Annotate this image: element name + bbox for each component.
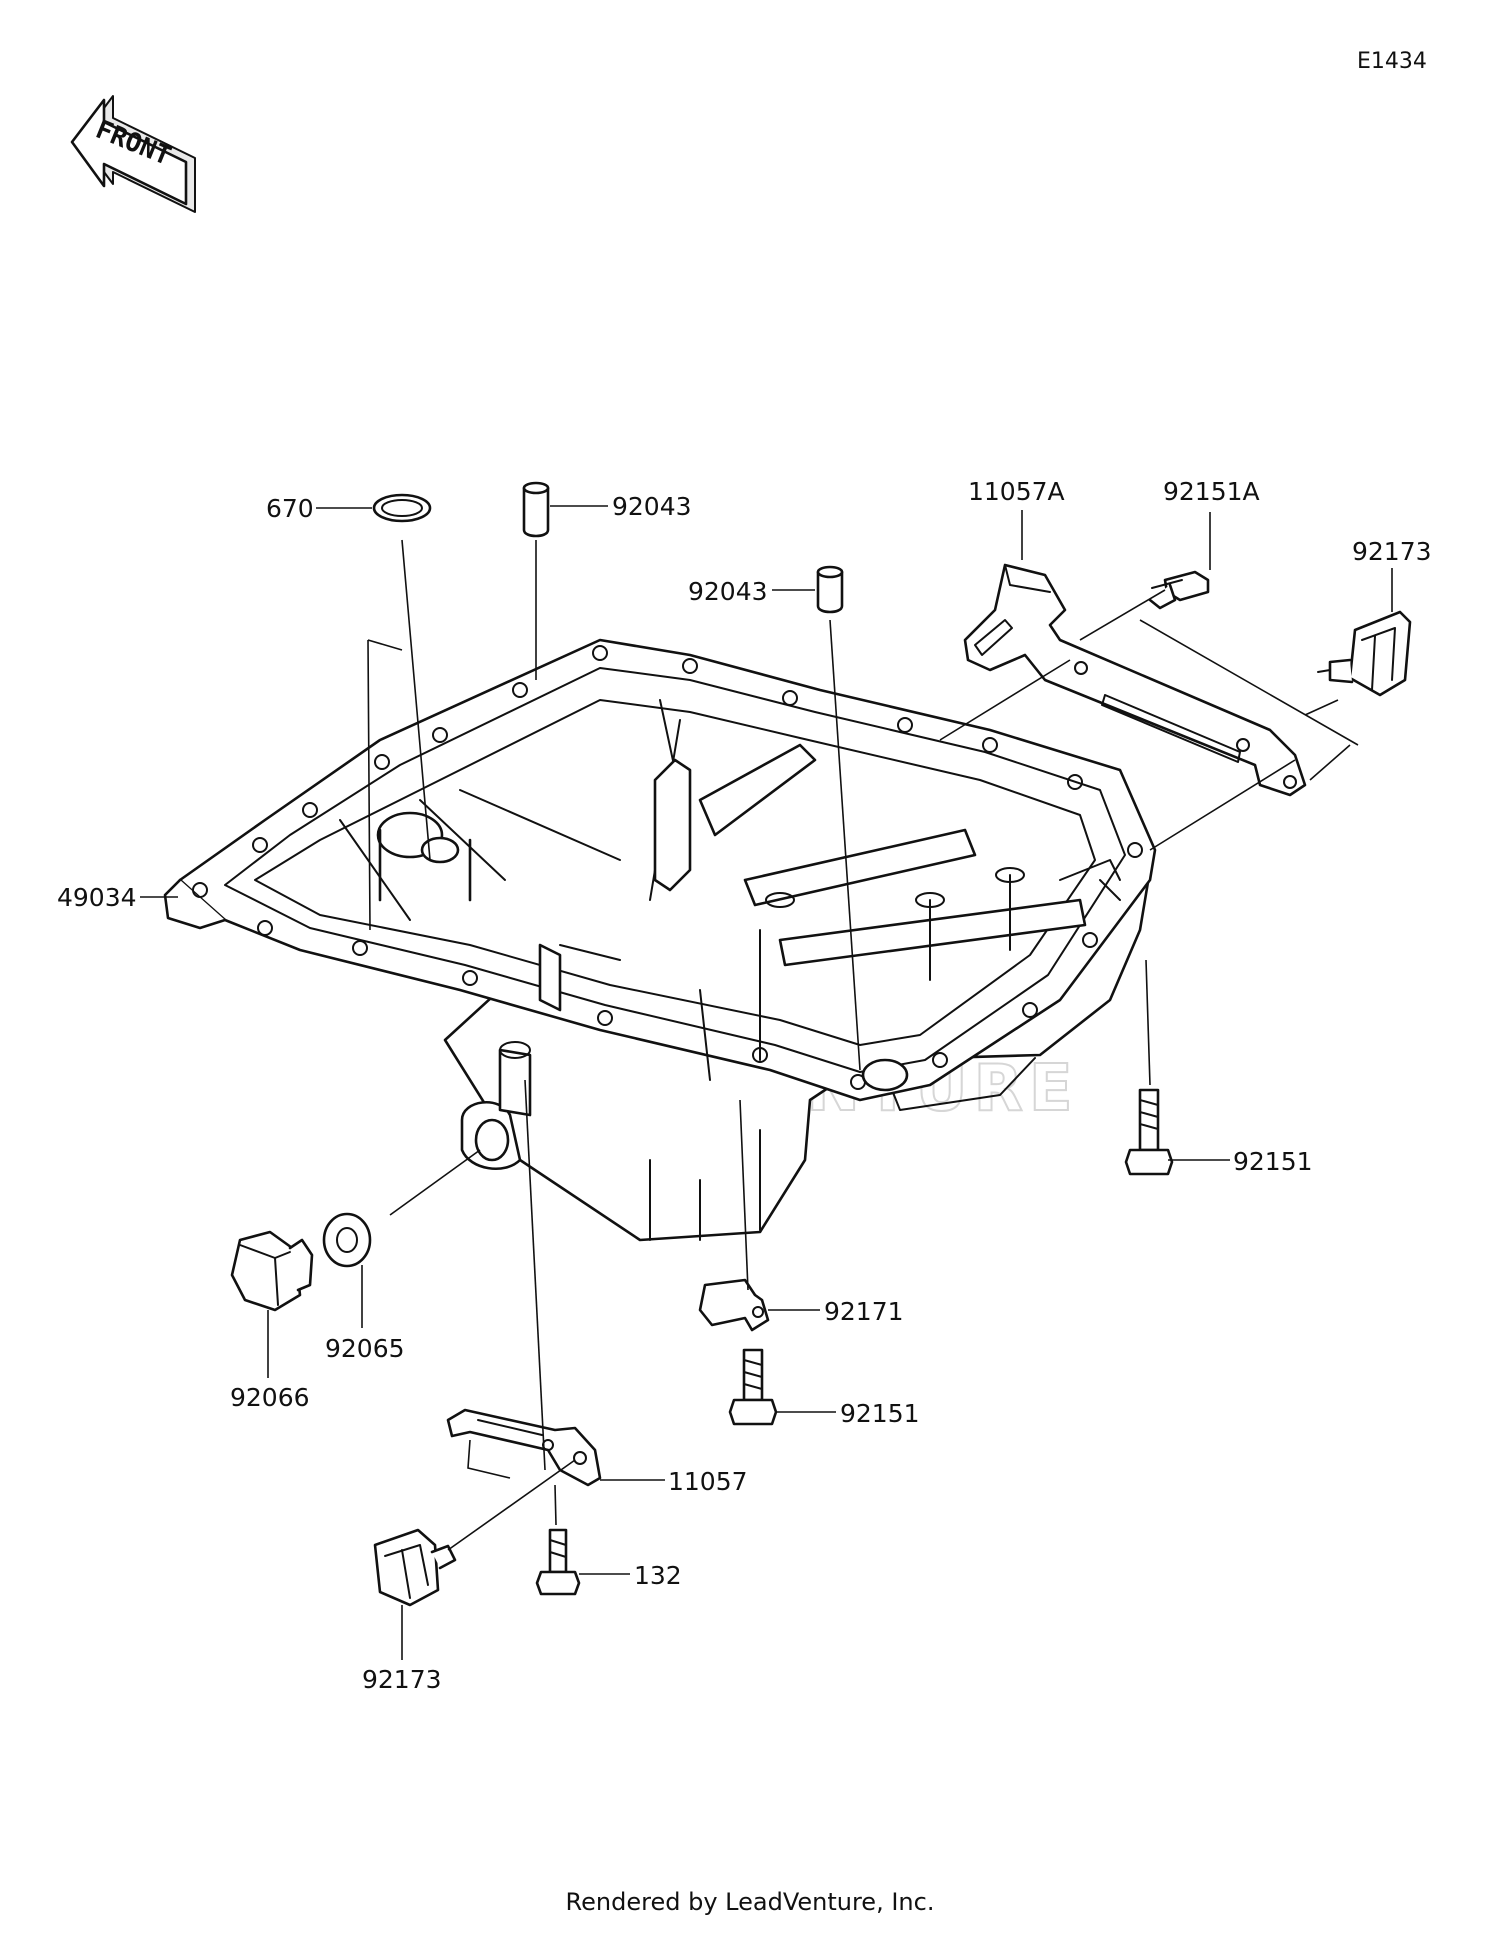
dowel-pin-92043-top [522,481,550,538]
callout-labels: 670 92043 92043 11057A 92151A 92173 4903… [57,477,1432,1694]
bracket-11057A [963,563,1307,797]
drain-plug-92066 [230,1230,314,1312]
callout-92171: 92171 [824,1297,904,1326]
callout-92173-right: 92173 [1352,537,1432,566]
callout-92066: 92066 [230,1383,310,1412]
washer-92065 [322,1212,372,1268]
callout-92151-right: 92151 [1233,1147,1313,1176]
callout-leaders [140,505,1393,1660]
dowel-pin-92043-mid [816,565,844,614]
bolt-92151-mid [728,1348,778,1426]
callout-49034: 49034 [57,883,137,912]
callout-11057A: 11057A [968,477,1065,506]
callout-92173-left: 92173 [362,1665,442,1694]
sensor-92173-left [373,1528,457,1607]
callout-92043-top: 92043 [612,492,692,521]
bolt-132 [535,1528,581,1596]
footer-credit: Rendered by LeadVenture, Inc. [566,1888,935,1916]
sensor-92173-right [1317,610,1412,697]
diagram-code: E1434 [1357,49,1427,74]
front-arrow-icon: FRONT [70,95,196,213]
clamp-92171 [698,1278,770,1332]
callout-92065: 92065 [325,1334,405,1363]
callout-670: 670 [266,494,314,523]
callout-92043-mid: 92043 [688,577,768,606]
callout-92151A: 92151A [1163,477,1260,506]
bracket-11057 [446,1408,602,1487]
callout-132: 132 [634,1561,682,1590]
o-ring-670 [372,493,432,523]
assembly-lines [367,539,1359,1551]
oil-pan-49034 [163,638,1157,1242]
bolt-92151A [1148,570,1210,610]
callout-92151-mid: 92151 [840,1399,920,1428]
bolt-92151-right [1124,1088,1174,1176]
flange-bolt-holes [192,645,1143,1090]
callout-11057: 11057 [668,1467,748,1496]
